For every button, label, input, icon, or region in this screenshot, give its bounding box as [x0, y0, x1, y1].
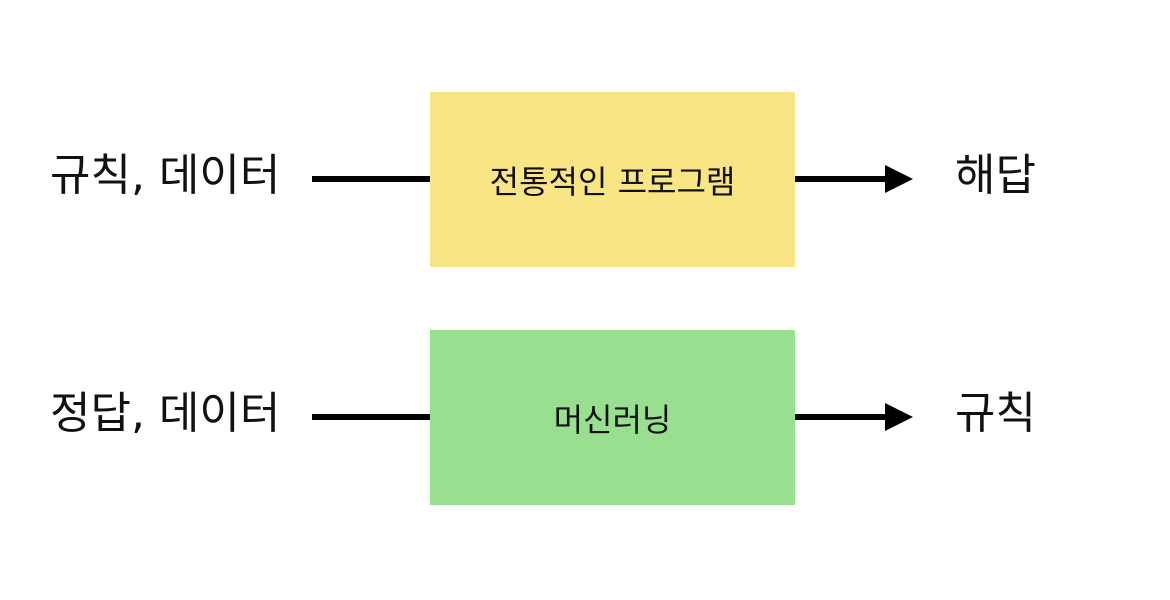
process-box: 전통적인 프로그램: [430, 92, 795, 267]
input-connector-line: [312, 414, 430, 420]
process-label: 머신러닝: [553, 400, 672, 439]
input-label: 규칙, 데이터: [50, 150, 281, 201]
output-arrow-shaft: [795, 176, 887, 182]
output-label: 해답: [955, 150, 1036, 201]
input-connector-line: [312, 176, 430, 182]
process-box: 머신러닝: [430, 330, 795, 505]
input-label: 정답, 데이터: [50, 388, 281, 439]
process-label: 전통적인 프로그램: [489, 162, 736, 201]
output-label: 규칙: [955, 388, 1036, 439]
output-arrowhead: [885, 165, 913, 193]
output-arrowhead: [885, 403, 913, 431]
output-arrow-shaft: [795, 414, 887, 420]
